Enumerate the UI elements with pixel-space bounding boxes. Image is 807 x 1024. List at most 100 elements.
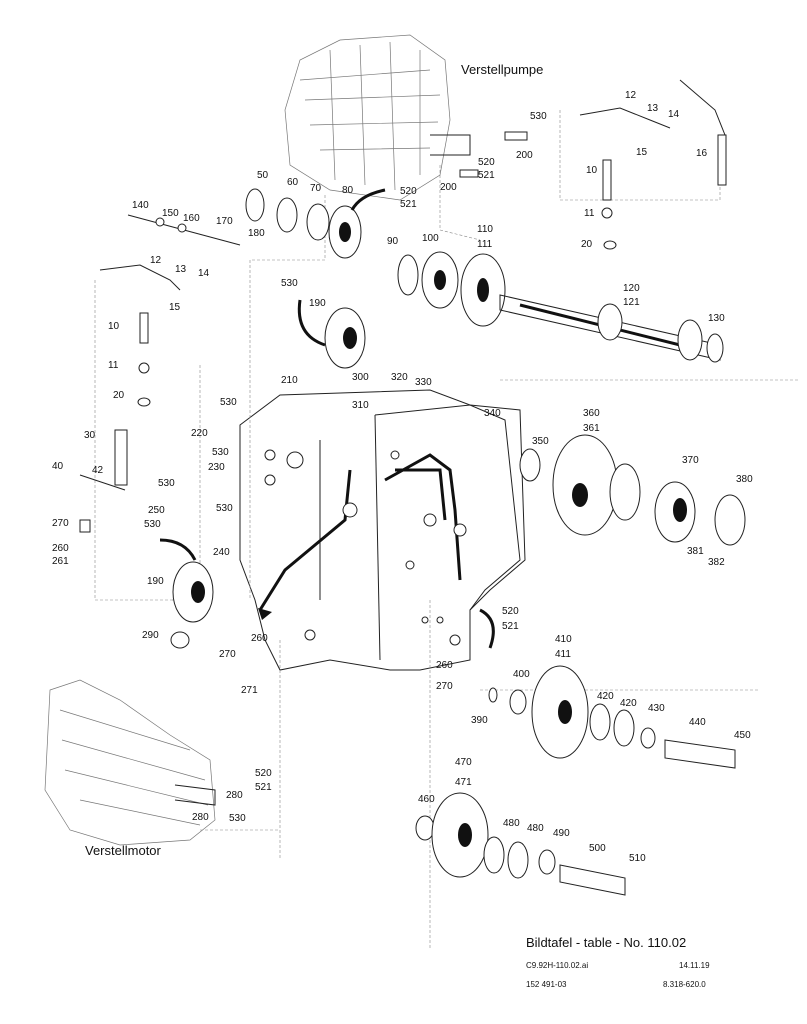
callout-label: 460 [418,794,435,805]
file-name: C9.92H-110.02.ai [526,961,589,970]
callout-label: 530 [229,813,246,824]
callout-label: 530 [220,397,237,408]
callout-label: 261 [52,556,69,567]
callout-label: 260 [52,543,69,554]
callout-label: 290 [142,630,159,641]
callout-label: 270 [52,518,69,529]
callout-label: 520 [400,186,417,197]
callout-label: 15 [636,147,648,158]
callout-label: 411 [555,649,571,660]
assembly-arrows [159,188,495,649]
callout-label: 60 [287,177,299,188]
callout-label: 380 [736,474,753,485]
callout-label: 10 [108,321,120,332]
callout-label: 521 [502,621,519,632]
callout-label: 450 [734,730,751,741]
callout-label: 130 [708,313,725,324]
callout-label: 521 [400,199,417,210]
callout-label: 520 [478,157,495,168]
callout-label: 420 [597,691,614,702]
callout-label: 190 [147,576,164,587]
callout-label: 140 [132,200,149,211]
callout-label: 300 [352,372,369,383]
callout-label: 271 [241,685,258,696]
callout-label: 350 [532,436,549,447]
callout-label: 270 [219,649,236,660]
reference-number: 8.318-620.0 [663,980,706,989]
callout-label: 320 [391,372,408,383]
callout-label: 240 [213,547,230,558]
callout-label: 220 [191,428,208,439]
callout-label: 110 [477,224,493,235]
pump-caption: Verstellpumpe [461,62,544,77]
callout-label: 530 [216,503,233,514]
left-linkage [79,214,241,533]
drawing-title: Bildtafel - table - No. 110.02 [526,935,687,950]
bushings [170,307,366,649]
callout-label: 340 [484,408,501,419]
callout-label: 40 [52,461,64,472]
callout-label: 430 [648,703,665,714]
callout-label: 150 [162,208,179,219]
callout-label: 410 [555,634,572,645]
callout-label: 20 [581,239,593,250]
callout-label: 120 [623,283,640,294]
callout-label: 250 [148,505,165,516]
callout-label: 521 [478,170,495,181]
callout-label: 500 [589,843,606,854]
callout-label: 280 [226,790,243,801]
callout-label: 111 [477,239,493,250]
callout-label: 230 [208,462,225,473]
callout-label: 521 [255,782,272,793]
callout-label: 530 [530,111,547,122]
callout-label: 11 [584,208,595,219]
callout-label: 330 [415,377,432,388]
callout-label: 310 [352,400,369,411]
callout-label: 11 [108,360,119,371]
callout-label: 270 [436,681,453,692]
callout-label: 13 [647,103,659,114]
callout-label: 530 [158,478,175,489]
callout-label: 12 [625,90,637,101]
callout-label: 490 [553,828,570,839]
callout-label: 260 [436,660,453,671]
callout-label: 440 [689,717,706,728]
callout-label: 520 [255,768,272,779]
callout-label: 280 [192,812,209,823]
middle-gear-group [519,434,746,546]
callout-label: 16 [696,148,708,159]
callout-label: 420 [620,698,637,709]
callout-label: 400 [513,669,530,680]
callout-label: 480 [527,823,544,834]
callout-label: 10 [586,165,598,176]
callout-label: 530 [144,519,161,530]
callout-label: 510 [629,853,646,864]
callout-label: 14 [198,268,210,279]
callout-label: 190 [309,298,326,309]
lower-gear-group-b [415,792,626,896]
callout-label: 390 [471,715,488,726]
callout-label: 70 [310,183,322,194]
callout-label: 530 [212,447,229,458]
callout-label: 50 [257,170,269,181]
callout-label: 12 [150,255,162,266]
motor-caption: Verstellmotor [85,843,161,858]
callout-label: 260 [251,633,268,644]
part-number: 152 491-03 [526,980,567,989]
callout-label: 520 [502,606,519,617]
callout-label: 160 [183,213,200,224]
callout-label: 210 [281,375,298,386]
motor-housing [44,679,216,846]
callout-label: 100 [422,233,439,244]
callout-label: 470 [455,757,472,768]
callout-label: 480 [503,818,520,829]
drawing-date: 14.11.19 [679,961,710,970]
callout-label: 530 [281,278,298,289]
callout-label: 382 [708,557,725,568]
callout-label: 471 [455,777,472,788]
callout-label: 170 [216,216,233,227]
callout-label: 15 [169,302,181,313]
callout-label: 200 [516,150,533,161]
